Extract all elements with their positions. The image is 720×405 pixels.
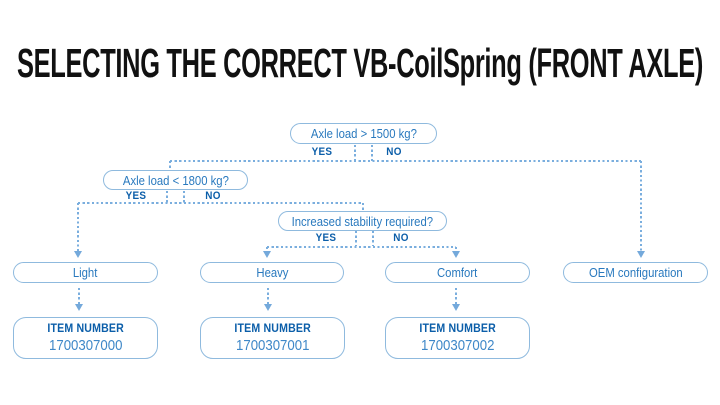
branch-label-no: NO — [205, 190, 221, 202]
branch-label-yes: YES — [311, 146, 333, 158]
arrow-down-icon — [636, 251, 645, 258]
arrow-down-icon — [73, 251, 82, 258]
outcome-label: Comfort — [437, 265, 478, 280]
item-number-heading: ITEM NUMBER — [234, 322, 311, 335]
connector-q2-no-to-q3 — [362, 203, 364, 211]
connector-q1-yes-to-q2 — [169, 161, 171, 170]
arrow-down-icon — [262, 251, 271, 258]
connector-q2-yes-to-light — [77, 203, 79, 251]
branch-label-no: NO — [393, 232, 409, 244]
item-number-heading: ITEM NUMBER — [47, 322, 124, 335]
connector-q3-yes-drop — [355, 231, 357, 246]
decision-label: Axle load > 1500 kg? — [310, 126, 417, 141]
page-title: SELECTING THE CORRECT VB-CoilSpring (FRO… — [17, 40, 704, 86]
arrow-down-icon — [263, 304, 272, 311]
outcome-comfort: Comfort — [385, 262, 530, 283]
decision-increased-stability: Increased stability required? — [278, 211, 447, 231]
connector-q1-branch-rail — [170, 160, 641, 162]
connector-q3-yes-to-heavy — [266, 247, 268, 252]
arrow-down-icon — [451, 251, 460, 258]
branch-label-yes: YES — [315, 232, 337, 244]
decision-axle-load-over-1500: Axle load > 1500 kg? — [290, 123, 437, 144]
connector-q2-yes-drop — [166, 191, 168, 203]
connector-heavy-to-item — [267, 288, 269, 305]
connector-light-to-item — [78, 288, 80, 305]
item-number-value: 1700307002 — [420, 336, 495, 354]
connector-q1-no-to-oem — [640, 161, 642, 251]
branch-label-no: NO — [386, 146, 402, 158]
connector-q3-branch-rail — [267, 246, 456, 248]
connector-q2-no-drop — [183, 191, 185, 203]
connector-q3-no-drop — [372, 231, 374, 246]
outcome-oem-configuration: OEM configuration — [563, 262, 708, 283]
arrow-down-icon — [74, 304, 83, 311]
item-number-value: 1700307001 — [235, 336, 310, 354]
outcome-light: Light — [13, 262, 158, 283]
decision-label: Increased stability required? — [291, 213, 434, 229]
connector-q2-branch-rail — [78, 202, 363, 204]
outcome-label: OEM configuration — [588, 265, 683, 280]
decision-axle-load-under-1800: Axle load < 1800 kg? — [103, 170, 248, 190]
connector-q1-yes-drop — [354, 145, 356, 161]
connector-q1-no-drop — [371, 145, 373, 161]
outcome-label: Heavy — [255, 265, 289, 280]
item-number-value: 1700307000 — [48, 336, 123, 354]
branch-label-yes: YES — [125, 190, 147, 202]
connector-comfort-to-item — [455, 288, 457, 305]
outcome-label: Light — [73, 265, 98, 280]
decision-label: Axle load < 1800 kg? — [122, 172, 229, 188]
item-number-box-light: ITEM NUMBER 1700307000 — [13, 317, 158, 359]
item-number-box-comfort: ITEM NUMBER 1700307002 — [385, 317, 530, 359]
item-number-heading: ITEM NUMBER — [419, 322, 496, 335]
arrow-down-icon — [451, 304, 460, 311]
item-number-box-heavy: ITEM NUMBER 1700307001 — [200, 317, 345, 359]
connector-q3-no-to-comfort — [455, 247, 457, 252]
outcome-heavy: Heavy — [200, 262, 344, 283]
